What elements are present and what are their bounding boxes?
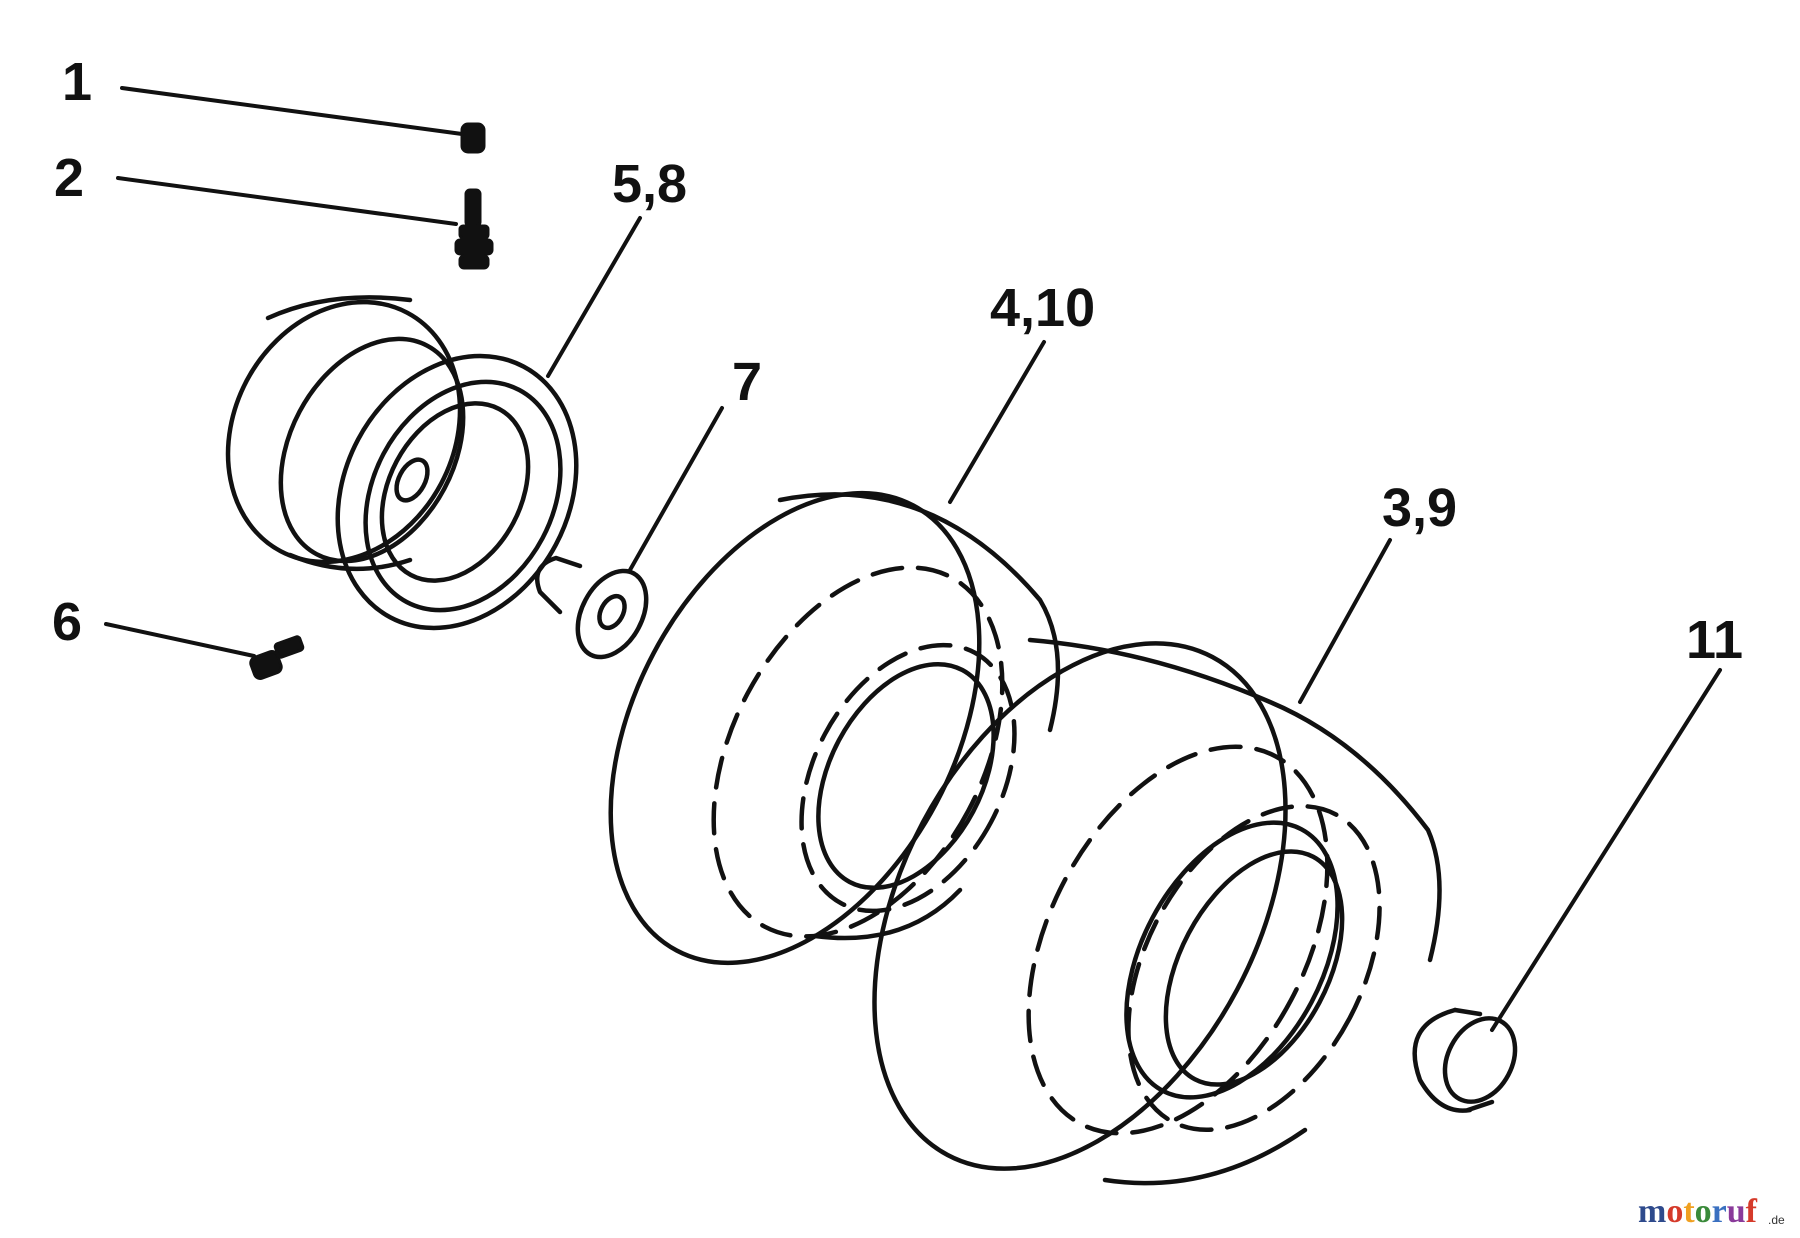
callout-2: 2 [54,148,84,208]
leader-line-11 [1490,668,1722,1032]
callout-labels: 1 2 5,8 4,10 7 3,9 6 11 [52,52,1743,670]
callout-1: 1 [62,52,92,112]
callout-6: 6 [52,592,82,652]
leader-line-3-9 [1298,538,1392,704]
callout-7: 7 [732,352,762,412]
callout-5-8: 5,8 [612,154,687,214]
leader-line-1 [120,86,464,136]
leader-line-7 [628,406,724,572]
valve-stem-part [454,188,494,270]
leader-line-5-8 [546,216,642,378]
leader-line-6 [104,622,256,658]
callout-4-10: 4,10 [990,278,1095,338]
leader-line-2 [116,176,458,226]
tire-part-outer [872,637,1442,1186]
valve-cap-part [460,122,486,154]
callout-3-9: 3,9 [1382,478,1457,538]
bushing-part [535,555,649,660]
tire-part-inner [608,490,1061,966]
hub-cap-part [1412,1007,1518,1113]
callout-11: 11 [1686,610,1743,670]
watermark-logo: motoruf [1638,1193,1758,1230]
watermark-tld: .de [1768,1213,1785,1227]
leader-line-4-10 [948,340,1046,504]
watermark: motoruf .de [1638,1193,1785,1230]
leader-lines [104,86,1722,1032]
wheel-rim-part [225,295,579,631]
screw-part [249,635,305,680]
